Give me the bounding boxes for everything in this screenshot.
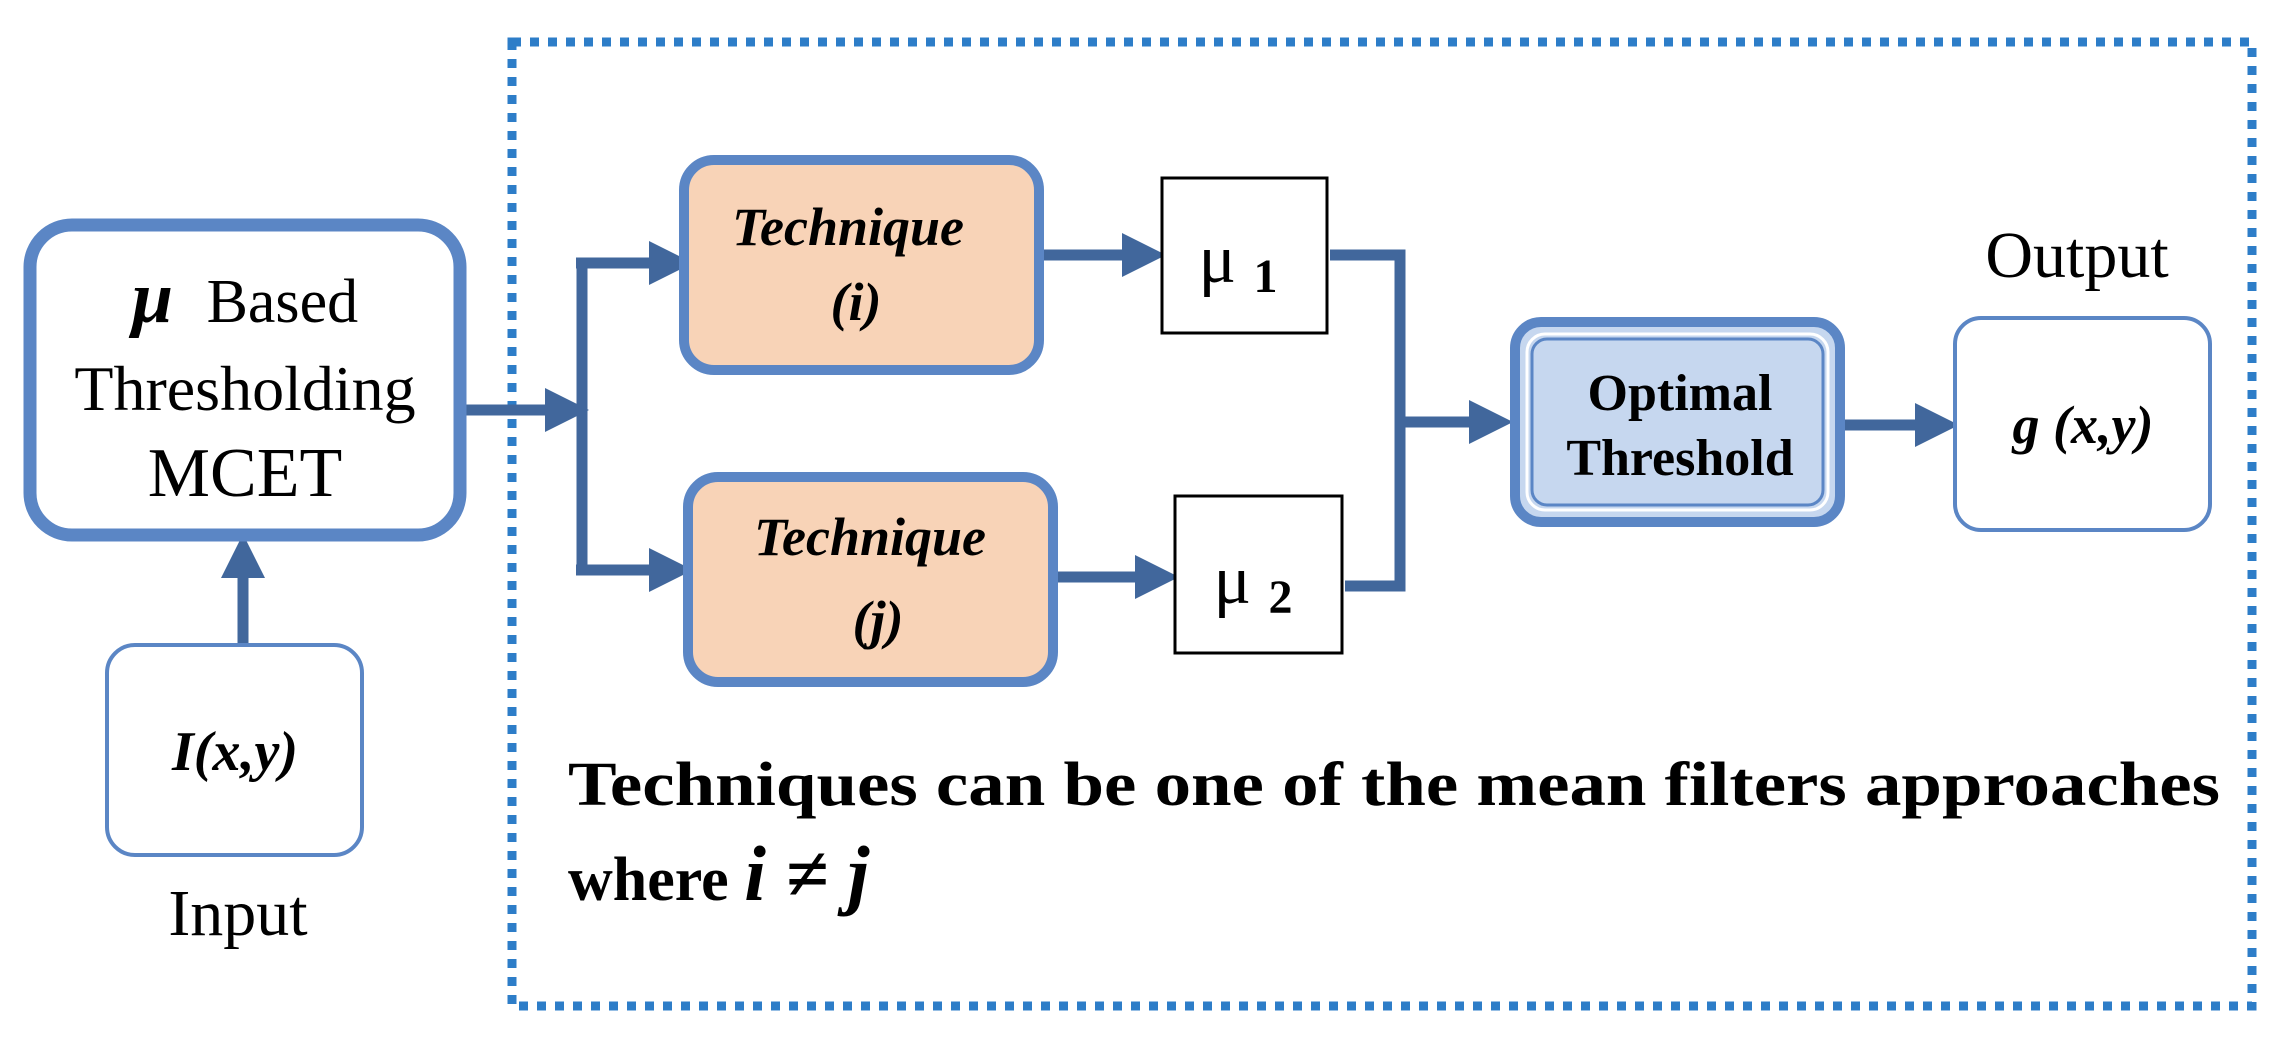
- note-line2-prefix: where: [568, 846, 744, 914]
- optimal-threshold-inner-line: [1530, 337, 1825, 507]
- mu1-box: [1160, 176, 1329, 335]
- optimal-threshold-node: Optimal Threshold: [1510, 317, 1845, 527]
- connectors: [221, 233, 1959, 650]
- mcet-line1: Based: [207, 268, 359, 336]
- svg-text:μ Based: μ Based: [128, 257, 358, 339]
- mu2-box: [1173, 494, 1344, 655]
- technique-i-line1: Technique: [732, 197, 964, 257]
- mcet-node: μ Based Thresholding MCET: [23, 218, 467, 542]
- optimal-line2: Threshold: [1566, 430, 1793, 487]
- mcet-line3: MCET: [148, 435, 342, 512]
- input-box: [105, 643, 364, 857]
- note: Techniques can be one of the mean filter…: [568, 751, 2220, 917]
- note-line1: Techniques can be one of the mean filter…: [568, 751, 2220, 819]
- technique-i-node: Technique (i): [679, 155, 1044, 375]
- technique-i-line2: (i): [831, 272, 882, 332]
- input-node: I(x,y) Input: [105, 643, 364, 950]
- mu1-base: μ: [1198, 221, 1236, 298]
- technique-j-box: [683, 472, 1058, 687]
- input-caption: Input: [168, 877, 307, 950]
- output-caption: Output: [1985, 219, 2168, 292]
- technique-j-node: Technique (j): [683, 472, 1058, 687]
- mu2-subscript: 2: [1269, 571, 1293, 624]
- output-label: g (x,y): [2012, 395, 2154, 455]
- mu2-base: μ: [1213, 542, 1251, 619]
- optimal-threshold-inner: [1525, 332, 1830, 512]
- mu1-subscript: 1: [1254, 250, 1278, 303]
- mcet-line2: Thresholding: [74, 353, 415, 424]
- optimal-threshold-outer: [1510, 317, 1845, 527]
- note-line2-math: i ≠ j: [744, 830, 869, 917]
- dotted-region-border: [507, 37, 2257, 1011]
- svg-text:where i ≠ j: where i ≠ j: [568, 830, 870, 917]
- output-box: [1953, 316, 2212, 532]
- svg-text:μ 2: μ 2: [1213, 542, 1292, 624]
- technique-j-line2: (j): [853, 590, 904, 650]
- technique-j-line1: Technique: [754, 507, 986, 567]
- input-label: I(x,y): [171, 721, 298, 783]
- technique-i-box: [679, 155, 1044, 375]
- output-node: g (x,y) Output: [1953, 219, 2212, 532]
- mu2-node: μ 2: [1173, 494, 1344, 655]
- svg-text:μ 1: μ 1: [1198, 221, 1277, 303]
- mu1-node: μ 1: [1160, 176, 1329, 335]
- mcet-box: [23, 218, 467, 542]
- optimal-line1: Optimal: [1588, 365, 1773, 422]
- mu-symbol: μ: [128, 257, 173, 339]
